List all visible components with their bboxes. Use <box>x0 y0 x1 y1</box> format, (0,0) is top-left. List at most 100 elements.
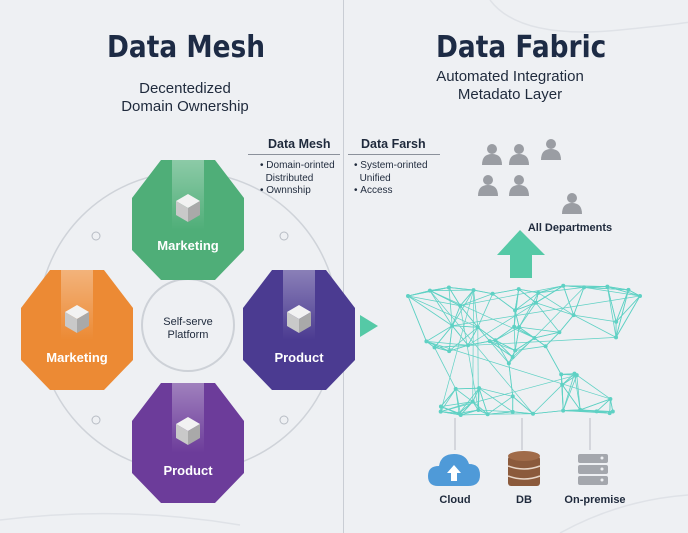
network-node <box>561 283 566 288</box>
network-link <box>518 326 546 347</box>
comparison-rule-left <box>248 154 340 155</box>
network-node <box>578 407 583 412</box>
network-link <box>452 295 641 327</box>
network-node <box>557 330 562 335</box>
network-node <box>432 345 437 350</box>
network-link <box>489 340 510 364</box>
network-node <box>560 382 565 387</box>
network-link <box>459 305 479 328</box>
network-node <box>533 300 538 305</box>
person-icon <box>509 175 529 196</box>
network-link <box>460 401 474 416</box>
fabric-point-text: Access <box>360 185 393 196</box>
network-link <box>459 289 474 307</box>
network-link <box>455 387 480 390</box>
network-link <box>451 305 461 326</box>
network-node <box>446 285 451 290</box>
fabric-point-text: System-orinted <box>360 160 428 171</box>
network-node <box>438 404 443 409</box>
fabric-subtitle-line2: Metadato Layer <box>457 86 563 103</box>
network-link <box>429 289 474 292</box>
mesh-point-text: Ownnship <box>266 185 311 196</box>
network-link <box>576 374 611 400</box>
database-icon <box>507 451 541 486</box>
network-link <box>495 326 520 341</box>
mesh-subtitle-line1: Decentedized <box>139 80 231 97</box>
network-link <box>573 314 617 323</box>
network-link <box>534 331 560 339</box>
network-node <box>516 287 521 292</box>
network-node <box>506 361 511 366</box>
network-link <box>467 327 479 346</box>
fabric-point: Unified <box>354 173 428 186</box>
source-label-onpremise: On-premise <box>564 494 626 506</box>
comparison-mesh-header: Data Mesh <box>268 137 331 151</box>
domain-label-left: Marketing <box>46 350 108 365</box>
person-icon <box>562 193 582 214</box>
network-link <box>580 398 611 411</box>
network-node <box>513 348 518 353</box>
network-link <box>477 326 491 342</box>
network-link <box>460 413 488 416</box>
network-link <box>545 332 560 347</box>
network-link <box>473 290 479 328</box>
network-link <box>489 340 513 358</box>
network-link <box>532 384 563 415</box>
network-link <box>448 287 453 326</box>
mesh-point: • Domain-orinted <box>260 160 335 171</box>
network-link <box>573 314 617 338</box>
network-link <box>514 337 535 351</box>
network-link <box>492 293 516 311</box>
mesh-title: Data Mesh <box>107 30 266 65</box>
network-node <box>626 287 631 292</box>
network-node <box>476 407 481 412</box>
network-node <box>510 355 515 360</box>
network-link <box>458 387 480 414</box>
network-link <box>545 346 562 375</box>
cube-icon <box>65 305 89 333</box>
person-icon <box>482 144 502 165</box>
platform-label: Self-serve Platform <box>148 316 228 342</box>
ring-node <box>91 415 101 425</box>
network-link <box>583 286 641 297</box>
domain-label-top: Marketing <box>157 238 219 253</box>
network-node <box>510 409 515 414</box>
fabric-point: • System-orinted <box>354 160 428 171</box>
network-node <box>614 319 619 324</box>
network-link <box>609 398 611 414</box>
network-link <box>472 290 474 402</box>
network-node <box>493 338 498 343</box>
network-node <box>485 412 490 417</box>
network-link <box>518 288 537 304</box>
network-node <box>536 290 541 295</box>
network-node <box>614 335 619 340</box>
network-node <box>571 313 576 318</box>
network-link <box>492 288 519 295</box>
network-link <box>512 337 535 358</box>
network-link <box>562 285 574 316</box>
network-node <box>458 303 463 308</box>
network-node <box>581 285 586 290</box>
cube-icon <box>176 194 200 222</box>
network-link <box>495 339 513 358</box>
network-node <box>572 371 577 376</box>
cube-icon <box>287 305 311 333</box>
network-node <box>510 394 515 399</box>
source-label-db: DB <box>516 494 532 506</box>
fabric-points: • System-orinted Unified • Access <box>354 160 428 198</box>
network-link <box>448 287 461 306</box>
network-link <box>508 363 514 397</box>
network-node <box>438 409 443 414</box>
network-link <box>583 286 629 291</box>
network-link <box>562 374 578 411</box>
network-link <box>535 302 574 316</box>
network-node <box>447 349 452 354</box>
network-link <box>561 374 577 386</box>
network-node <box>610 409 615 414</box>
network-link <box>561 373 575 375</box>
network-node <box>559 372 564 377</box>
network-link <box>478 388 489 415</box>
network-link <box>606 286 617 338</box>
network-link <box>472 387 480 402</box>
